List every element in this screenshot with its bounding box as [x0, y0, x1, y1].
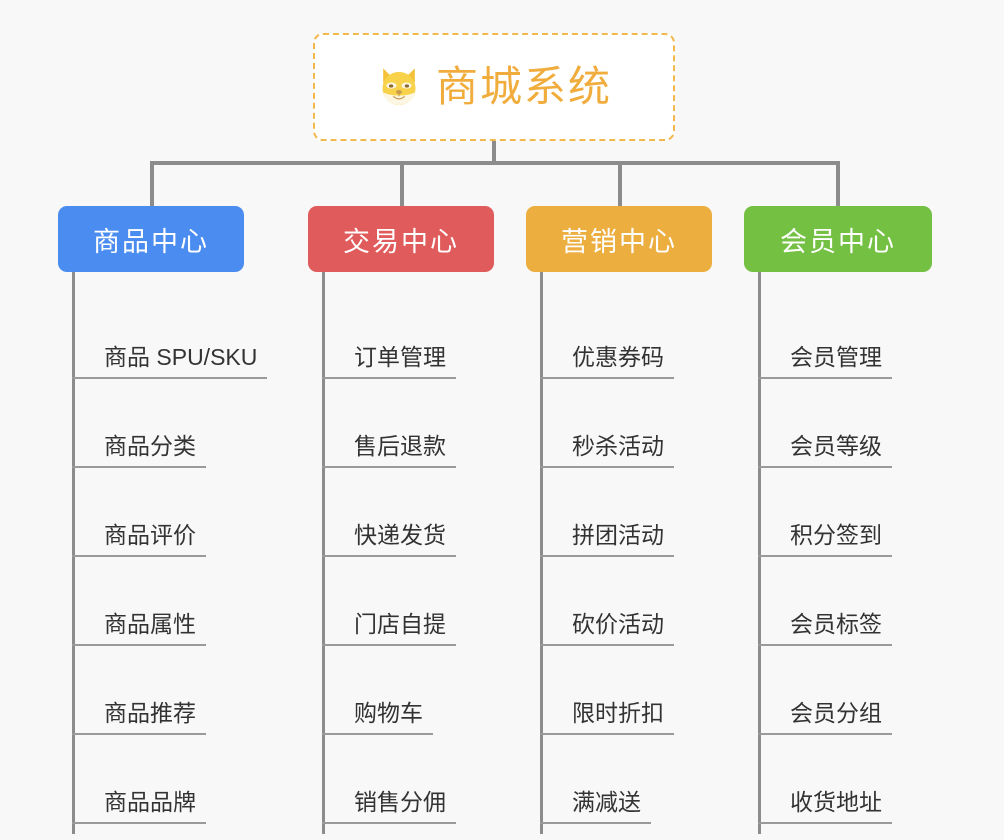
leaf-item[interactable]: 秒杀活动: [540, 379, 712, 468]
branch-header-3[interactable]: 营销中心: [526, 206, 712, 272]
shiba-dog-face-icon: [382, 68, 416, 107]
connector-drop-branch-1: [150, 161, 154, 206]
leaf-label: 秒杀活动: [540, 433, 674, 468]
leaf-label: 商品 SPU/SKU: [72, 344, 268, 379]
branch-header-label: 商品中心: [93, 226, 209, 257]
branch-header-4[interactable]: 会员中心: [744, 206, 932, 272]
branch-column-4: 会员中心 会员管理 会员等级 积分签到 会员标签 会员分组 收货地址: [744, 206, 932, 834]
root-title: 商城系统: [435, 63, 612, 110]
leaf-list-3: 优惠券码 秒杀活动 拼团活动 砍价活动 限时折扣 满减送: [526, 272, 712, 834]
connector-drop-branch-2: [400, 161, 404, 206]
leaf-label: 限时折扣: [540, 700, 674, 735]
branch-header-label: 营销中心: [561, 226, 677, 257]
leaf-label: 会员分组: [758, 700, 892, 735]
leaf-item[interactable]: 售后退款: [322, 379, 494, 468]
branch-column-1: 商品中心 商品 SPU/SKU 商品分类 商品评价 商品属性 商品推荐 商品品牌: [58, 206, 268, 834]
leaf-item[interactable]: 门店自提: [322, 557, 494, 646]
leaf-label: 购物车: [322, 700, 433, 735]
leaf-list-1: 商品 SPU/SKU 商品分类 商品评价 商品属性 商品推荐 商品品牌: [58, 272, 268, 834]
leaf-item[interactable]: 商品分类: [72, 379, 267, 468]
branch-column-3: 营销中心 优惠券码 秒杀活动 拼团活动 砍价活动 限时折扣 满减送: [526, 206, 712, 834]
leaf-item[interactable]: 积分签到: [758, 468, 932, 557]
leaf-label: 砍价活动: [540, 611, 674, 646]
leaf-label: 门店自提: [322, 611, 456, 646]
leaf-label: 商品属性: [72, 611, 206, 646]
connector-drop-branch-3: [618, 161, 622, 206]
leaf-item[interactable]: 销售分佣: [322, 735, 494, 824]
leaf-label: 积分签到: [758, 522, 892, 557]
leaf-item[interactable]: 拼团活动: [540, 468, 712, 557]
leaf-item[interactable]: 收货地址: [758, 735, 932, 824]
leaf-item[interactable]: 商品评价: [72, 468, 267, 557]
leaf-label: 售后退款: [322, 433, 456, 468]
leaf-item[interactable]: 商品 SPU/SKU: [72, 290, 268, 379]
leaf-item[interactable]: 限时折扣: [540, 646, 712, 735]
leaf-item[interactable]: 优惠券码: [540, 290, 712, 379]
leaf-trunk-2: [322, 272, 325, 834]
leaf-item[interactable]: 商品属性: [72, 557, 267, 646]
leaf-item[interactable]: 商品品牌: [72, 735, 267, 824]
leaf-item[interactable]: 会员分组: [758, 646, 932, 735]
leaf-label: 销售分佣: [322, 789, 456, 824]
leaf-item[interactable]: 商品推荐: [72, 646, 267, 735]
leaf-item[interactable]: 会员等级: [758, 379, 932, 468]
leaf-label: 会员管理: [758, 344, 892, 379]
connector-drop-branch-4: [836, 161, 840, 206]
leaf-label: 会员标签: [758, 611, 892, 646]
branch-column-2: 交易中心 订单管理 售后退款 快递发货 门店自提 购物车 销售分佣: [308, 206, 494, 834]
connector-root-stem: [492, 141, 496, 164]
leaf-list-2: 订单管理 售后退款 快递发货 门店自提 购物车 销售分佣: [308, 272, 494, 834]
leaf-label: 优惠券码: [540, 344, 674, 379]
leaf-list-4: 会员管理 会员等级 积分签到 会员标签 会员分组 收货地址: [744, 272, 932, 834]
branch-header-label: 会员中心: [780, 226, 896, 257]
leaf-label: 收货地址: [758, 789, 892, 824]
leaf-label: 商品分类: [72, 433, 206, 468]
branch-header-1[interactable]: 商品中心: [58, 206, 244, 272]
leaf-item[interactable]: 购物车: [322, 646, 494, 735]
leaf-label: 商品推荐: [72, 700, 206, 735]
leaf-label: 商品评价: [72, 522, 206, 557]
leaf-item[interactable]: 会员标签: [758, 557, 932, 646]
leaf-trunk-1: [72, 272, 75, 834]
branch-header-2[interactable]: 交易中心: [308, 206, 494, 272]
branch-header-label: 交易中心: [343, 226, 459, 257]
leaf-item[interactable]: 快递发货: [322, 468, 494, 557]
leaf-item[interactable]: 订单管理: [322, 290, 494, 379]
leaf-label: 拼团活动: [540, 522, 674, 557]
leaf-label: 满减送: [540, 789, 651, 824]
leaf-item[interactable]: 会员管理: [758, 290, 932, 379]
leaf-label: 订单管理: [322, 344, 456, 379]
connector-horizontal-bus: [150, 161, 838, 165]
leaf-item[interactable]: 砍价活动: [540, 557, 712, 646]
leaf-trunk-4: [758, 272, 761, 834]
leaf-item[interactable]: 满减送: [540, 735, 712, 824]
leaf-label: 快递发货: [322, 522, 456, 557]
leaf-label: 商品品牌: [72, 789, 206, 824]
leaf-trunk-3: [540, 272, 543, 834]
leaf-label: 会员等级: [758, 433, 892, 468]
root-node[interactable]: 商城系统: [313, 33, 675, 141]
